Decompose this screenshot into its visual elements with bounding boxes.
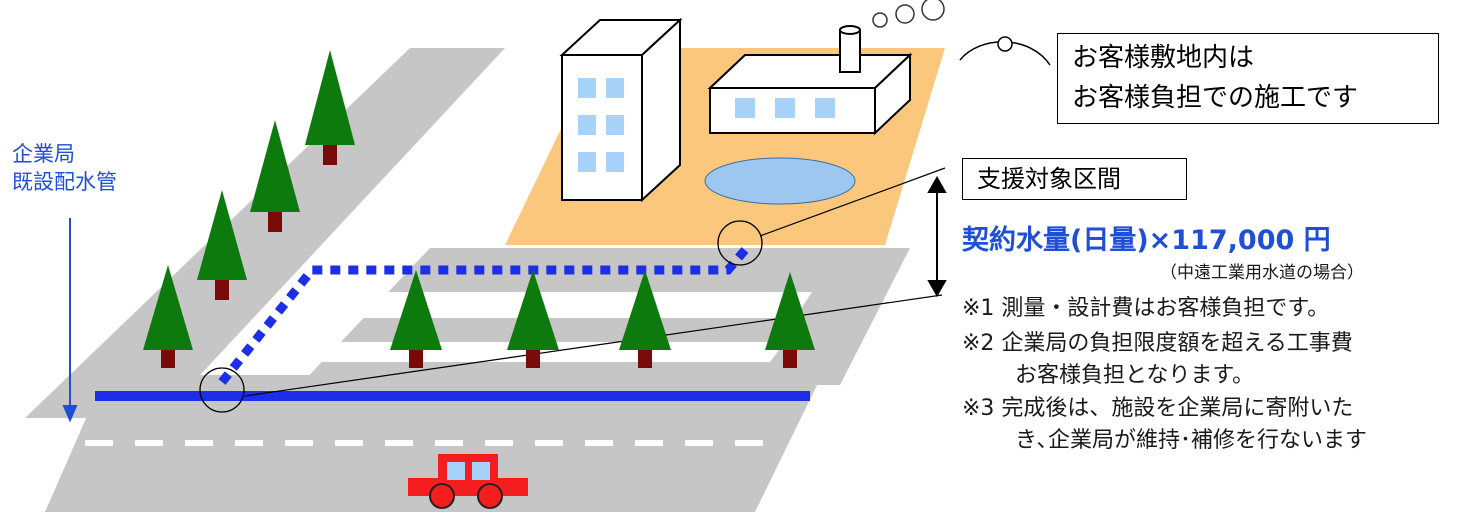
speech-bubble-tail bbox=[959, 36, 1051, 66]
pond bbox=[704, 157, 856, 205]
tree-icon bbox=[619, 270, 671, 368]
pipe-label-arrow bbox=[62, 218, 78, 423]
leader-line bbox=[244, 294, 943, 397]
customer-burden-line1: お客様敷地内は bbox=[1072, 43, 1255, 73]
tree-icon bbox=[765, 272, 815, 368]
supply-route bbox=[218, 247, 749, 385]
leader-line bbox=[759, 167, 946, 237]
note-1: ※1 測量・設計費はお客様負担です。 bbox=[962, 296, 1330, 321]
car-icon bbox=[408, 454, 528, 509]
section-arrow bbox=[927, 175, 947, 298]
customer-burden-line2: お客様負担での施工です bbox=[1072, 83, 1359, 113]
note-2a: ※2 企業局の負担限度額を超える工事費 bbox=[962, 331, 1353, 356]
price-note: （中遠工業用水道の場合） bbox=[1160, 263, 1364, 283]
price-formula: 契約水量(日量)×117,000 円 bbox=[962, 225, 1331, 256]
smoke-icon bbox=[872, 0, 945, 28]
tree-icon bbox=[305, 50, 355, 165]
trees bbox=[143, 50, 815, 368]
tree-icon bbox=[143, 265, 193, 368]
support-section-box: 支援対象区間 bbox=[962, 158, 1187, 200]
pipe-label-line1: 企業局 bbox=[12, 142, 75, 166]
tree-icon bbox=[250, 120, 300, 232]
main-road bbox=[45, 375, 822, 512]
existing-pipe-label: 企業局 既設配水管 bbox=[12, 140, 117, 196]
support-section-label: 支援対象区間 bbox=[977, 165, 1121, 193]
tree-icon bbox=[390, 270, 442, 368]
note-3b: き､企業局が維持･補修を行ないます bbox=[1015, 428, 1368, 453]
verge bbox=[340, 292, 812, 318]
factory-building bbox=[707, 25, 913, 136]
vertical-road bbox=[25, 48, 505, 418]
pipe-label-line2: 既設配水管 bbox=[12, 170, 117, 194]
connection-point-site bbox=[717, 220, 763, 266]
connection-point-main bbox=[199, 367, 245, 413]
tree-icon bbox=[507, 270, 559, 368]
note-3a: ※3 完成後は、施設を企業局に寄附いた bbox=[962, 396, 1354, 421]
office-building bbox=[559, 17, 683, 203]
tree-icon bbox=[197, 190, 247, 300]
note-2b: お客様負担となります。 bbox=[1015, 363, 1255, 388]
customer-burden-box: お客様敷地内は お客様負担での施工です bbox=[1057, 33, 1439, 124]
